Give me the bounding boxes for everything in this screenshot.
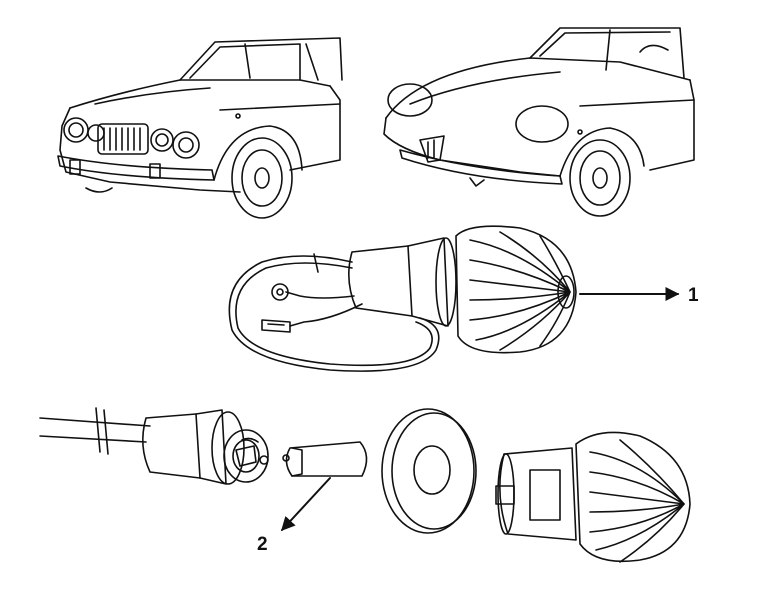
lens-housing xyxy=(495,431,691,563)
callout-2-arrow xyxy=(281,477,331,532)
callout-2-label: 2 xyxy=(257,534,268,555)
coupe-car xyxy=(57,37,343,219)
lamp-bulb xyxy=(282,441,368,477)
spider-car xyxy=(383,27,695,217)
side-marker-lamp-assembly xyxy=(228,225,577,372)
exploded-lamp-parts xyxy=(39,407,269,485)
gasket xyxy=(381,408,477,534)
callout-1-label: 1 xyxy=(688,285,699,306)
